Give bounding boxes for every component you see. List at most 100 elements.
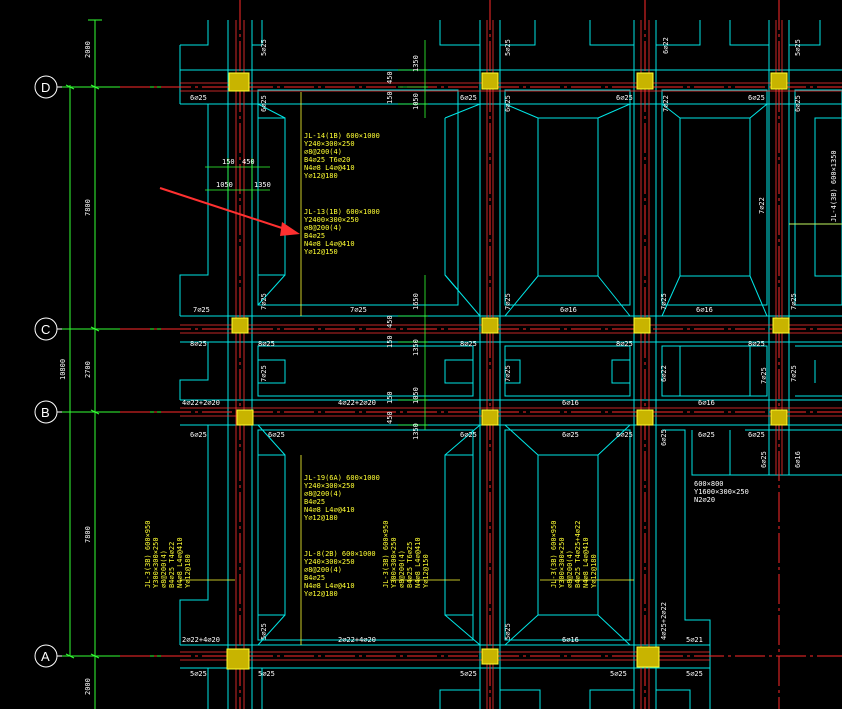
drawing-label: 5⌀25: [190, 670, 207, 678]
drawing-label: 6⌀25: [190, 94, 207, 102]
drawing-label: 6⌀16: [562, 636, 579, 644]
drawing-label: 6⌀25: [562, 431, 579, 439]
drawing-label: 1050: [412, 93, 420, 110]
drawing-label: ⌀8@200(4): [304, 566, 342, 574]
drawing-label: 4⌀22+2⌀20: [182, 399, 220, 407]
drawing-label: 6⌀22: [660, 365, 668, 382]
drawing-label: 1050: [412, 387, 420, 404]
beam-annotation-7[interactable]: JL-3(3B) 600×950 Y300×300×250 ⌀8@200(4) …: [550, 521, 598, 588]
drawing-label: N4⌀8 L4⌀@410: [304, 582, 355, 590]
drawing-label: 6⌀22: [662, 37, 670, 54]
drawing-label: 6⌀25: [616, 431, 633, 439]
drawing-label: 7⌀25: [790, 365, 798, 382]
column-d4[interactable]: [770, 72, 788, 90]
left-dimension-chain: [62, 19, 180, 709]
drawing-label: 7⌀22: [662, 95, 670, 112]
column-a2[interactable]: [481, 648, 499, 665]
drawing-label: 150: [386, 335, 394, 348]
drawing-label: 6⌀25: [660, 429, 668, 446]
left-dimension-text: 2000 7800 2700 7800 2000 10800: [59, 41, 92, 695]
beam-annotation-4[interactable]: JL-8(2B) 600×1000 Y240×300×250 ⌀8@200(4)…: [304, 550, 376, 598]
dim-ba: 7800: [84, 526, 92, 543]
dim-cb: 2700: [84, 361, 92, 378]
drawing-label: Y300×300×250: [558, 537, 566, 588]
dim-bottom: 2000: [84, 678, 92, 695]
drawing-label: 6⌀25: [760, 451, 768, 468]
column-d3[interactable]: [636, 72, 654, 90]
dim-dc: 7800: [84, 199, 92, 216]
drawing-label: B4⌀25: [304, 574, 325, 582]
drawing-label: Y⌀12@180: [304, 514, 338, 522]
drawing-label: 150: [386, 91, 394, 104]
drawing-label: 5⌀25: [258, 670, 275, 678]
arrow-head-icon: [280, 222, 300, 236]
drawing-label: 6⌀25: [748, 94, 765, 102]
drawing-label: 4⌀25+2⌀22: [660, 602, 668, 640]
column-c1[interactable]: [231, 317, 249, 334]
drawing-label: Y⌀12@150: [304, 248, 338, 256]
drawing-label: 5⌀25: [504, 623, 512, 640]
column-b3[interactable]: [636, 409, 654, 426]
drawing-label: 6⌀25: [616, 94, 633, 102]
drawing-label: 6⌀25: [268, 431, 285, 439]
column-c3[interactable]: [633, 317, 651, 334]
axis-label-a: A: [41, 649, 50, 664]
drawing-label: N4⌀8 L4⌀@410: [304, 240, 355, 248]
drawing-label: B4⌀25 T6⌀25: [406, 542, 414, 588]
column-d2[interactable]: [481, 72, 499, 90]
column-c2[interactable]: [481, 317, 499, 334]
drawing-label: B4⌀25 T4⌀25+4⌀22: [574, 521, 582, 588]
drawing-label: 7⌀25: [350, 306, 367, 314]
drawing-label: 6⌀16: [560, 306, 577, 314]
axis-label-c: C: [41, 322, 50, 337]
column-b2[interactable]: [481, 409, 499, 426]
column-b4[interactable]: [770, 409, 788, 426]
column-a3[interactable]: [636, 646, 660, 668]
drawing-label: Y⌀12@180: [590, 554, 598, 588]
beam-annotation-8[interactable]: 600×800 Y1600×300×250 N2⌀20: [694, 480, 749, 504]
drawing-label: ⌀8@200(4): [304, 148, 342, 156]
beam-annotation-1[interactable]: JL-14(1B) 600×1000 Y240×300×250 ⌀8@200(4…: [304, 132, 380, 180]
drawing-label: 1050: [216, 181, 233, 189]
drawing-label: 8⌀25: [616, 340, 633, 348]
drawing-label: 150: [386, 391, 394, 404]
drawing-label: JL-13(1B) 600×1000: [304, 208, 380, 216]
drawing-label: 7⌀25: [193, 306, 210, 314]
column-c4[interactable]: [772, 317, 790, 334]
drawing-label: 450: [386, 71, 394, 84]
beam-annotation-3[interactable]: JL-19(6A) 600×1000 Y240×300×250 ⌀8@200(4…: [304, 474, 380, 522]
drawing-label: 8⌀25: [748, 340, 765, 348]
drawing-label: 7⌀25: [760, 367, 768, 384]
drawing-label: 5⌀25: [504, 39, 512, 56]
drawing-label: Y300×300×250: [390, 537, 398, 588]
drawing-label: B4⌀25: [304, 232, 325, 240]
drawing-label: N4⌀8 L4⌀@410: [176, 537, 184, 588]
beam-annotation-9[interactable]: JL-4(3B) 600×1350: [830, 150, 838, 222]
drawing-label: 450: [386, 315, 394, 328]
drawing-label: Y300×300×250: [152, 537, 160, 588]
drawing-label: JL-3(3B) 600×950: [550, 521, 558, 588]
beam-annotation-5[interactable]: JL-3(3B) 600×950 Y300×300×250 ⌀8@200(4) …: [144, 521, 192, 588]
drawing-label: B4⌀25 T6⌀20: [304, 156, 350, 164]
beam-annotation-6[interactable]: JL-3(3B) 600×950 Y300×300×250 ⌀8@200(4) …: [382, 521, 430, 588]
drawing-label: 7⌀25: [504, 293, 512, 310]
drawing-label: 5⌀25: [610, 670, 627, 678]
column-b1[interactable]: [236, 409, 254, 426]
column-a1[interactable]: [226, 648, 250, 670]
drawing-label: 6⌀16: [696, 306, 713, 314]
drawing-label: 8⌀25: [258, 340, 275, 348]
drawing-label: Y240×300×250: [304, 558, 355, 566]
inner-dimension-marks: [205, 40, 428, 430]
drawing-label: 5⌀25: [260, 39, 268, 56]
drawing-label: JL-14(1B) 600×1000: [304, 132, 380, 140]
drawing-label: ⌀8@200(4): [398, 550, 406, 588]
drawing-label: Y1600×300×250: [694, 488, 749, 496]
drawing-label: 7⌀25: [660, 293, 668, 310]
drawing-label: Y⌀12@180: [304, 172, 338, 180]
dim-top: 2000: [84, 41, 92, 58]
drawing-label: 1350: [412, 339, 420, 356]
drawing-label: 450: [242, 158, 255, 166]
column-d1[interactable]: [228, 72, 250, 92]
beam-annotation-2[interactable]: JL-13(1B) 600×1000 Y2400×300×250 ⌀8@200(…: [304, 208, 380, 256]
